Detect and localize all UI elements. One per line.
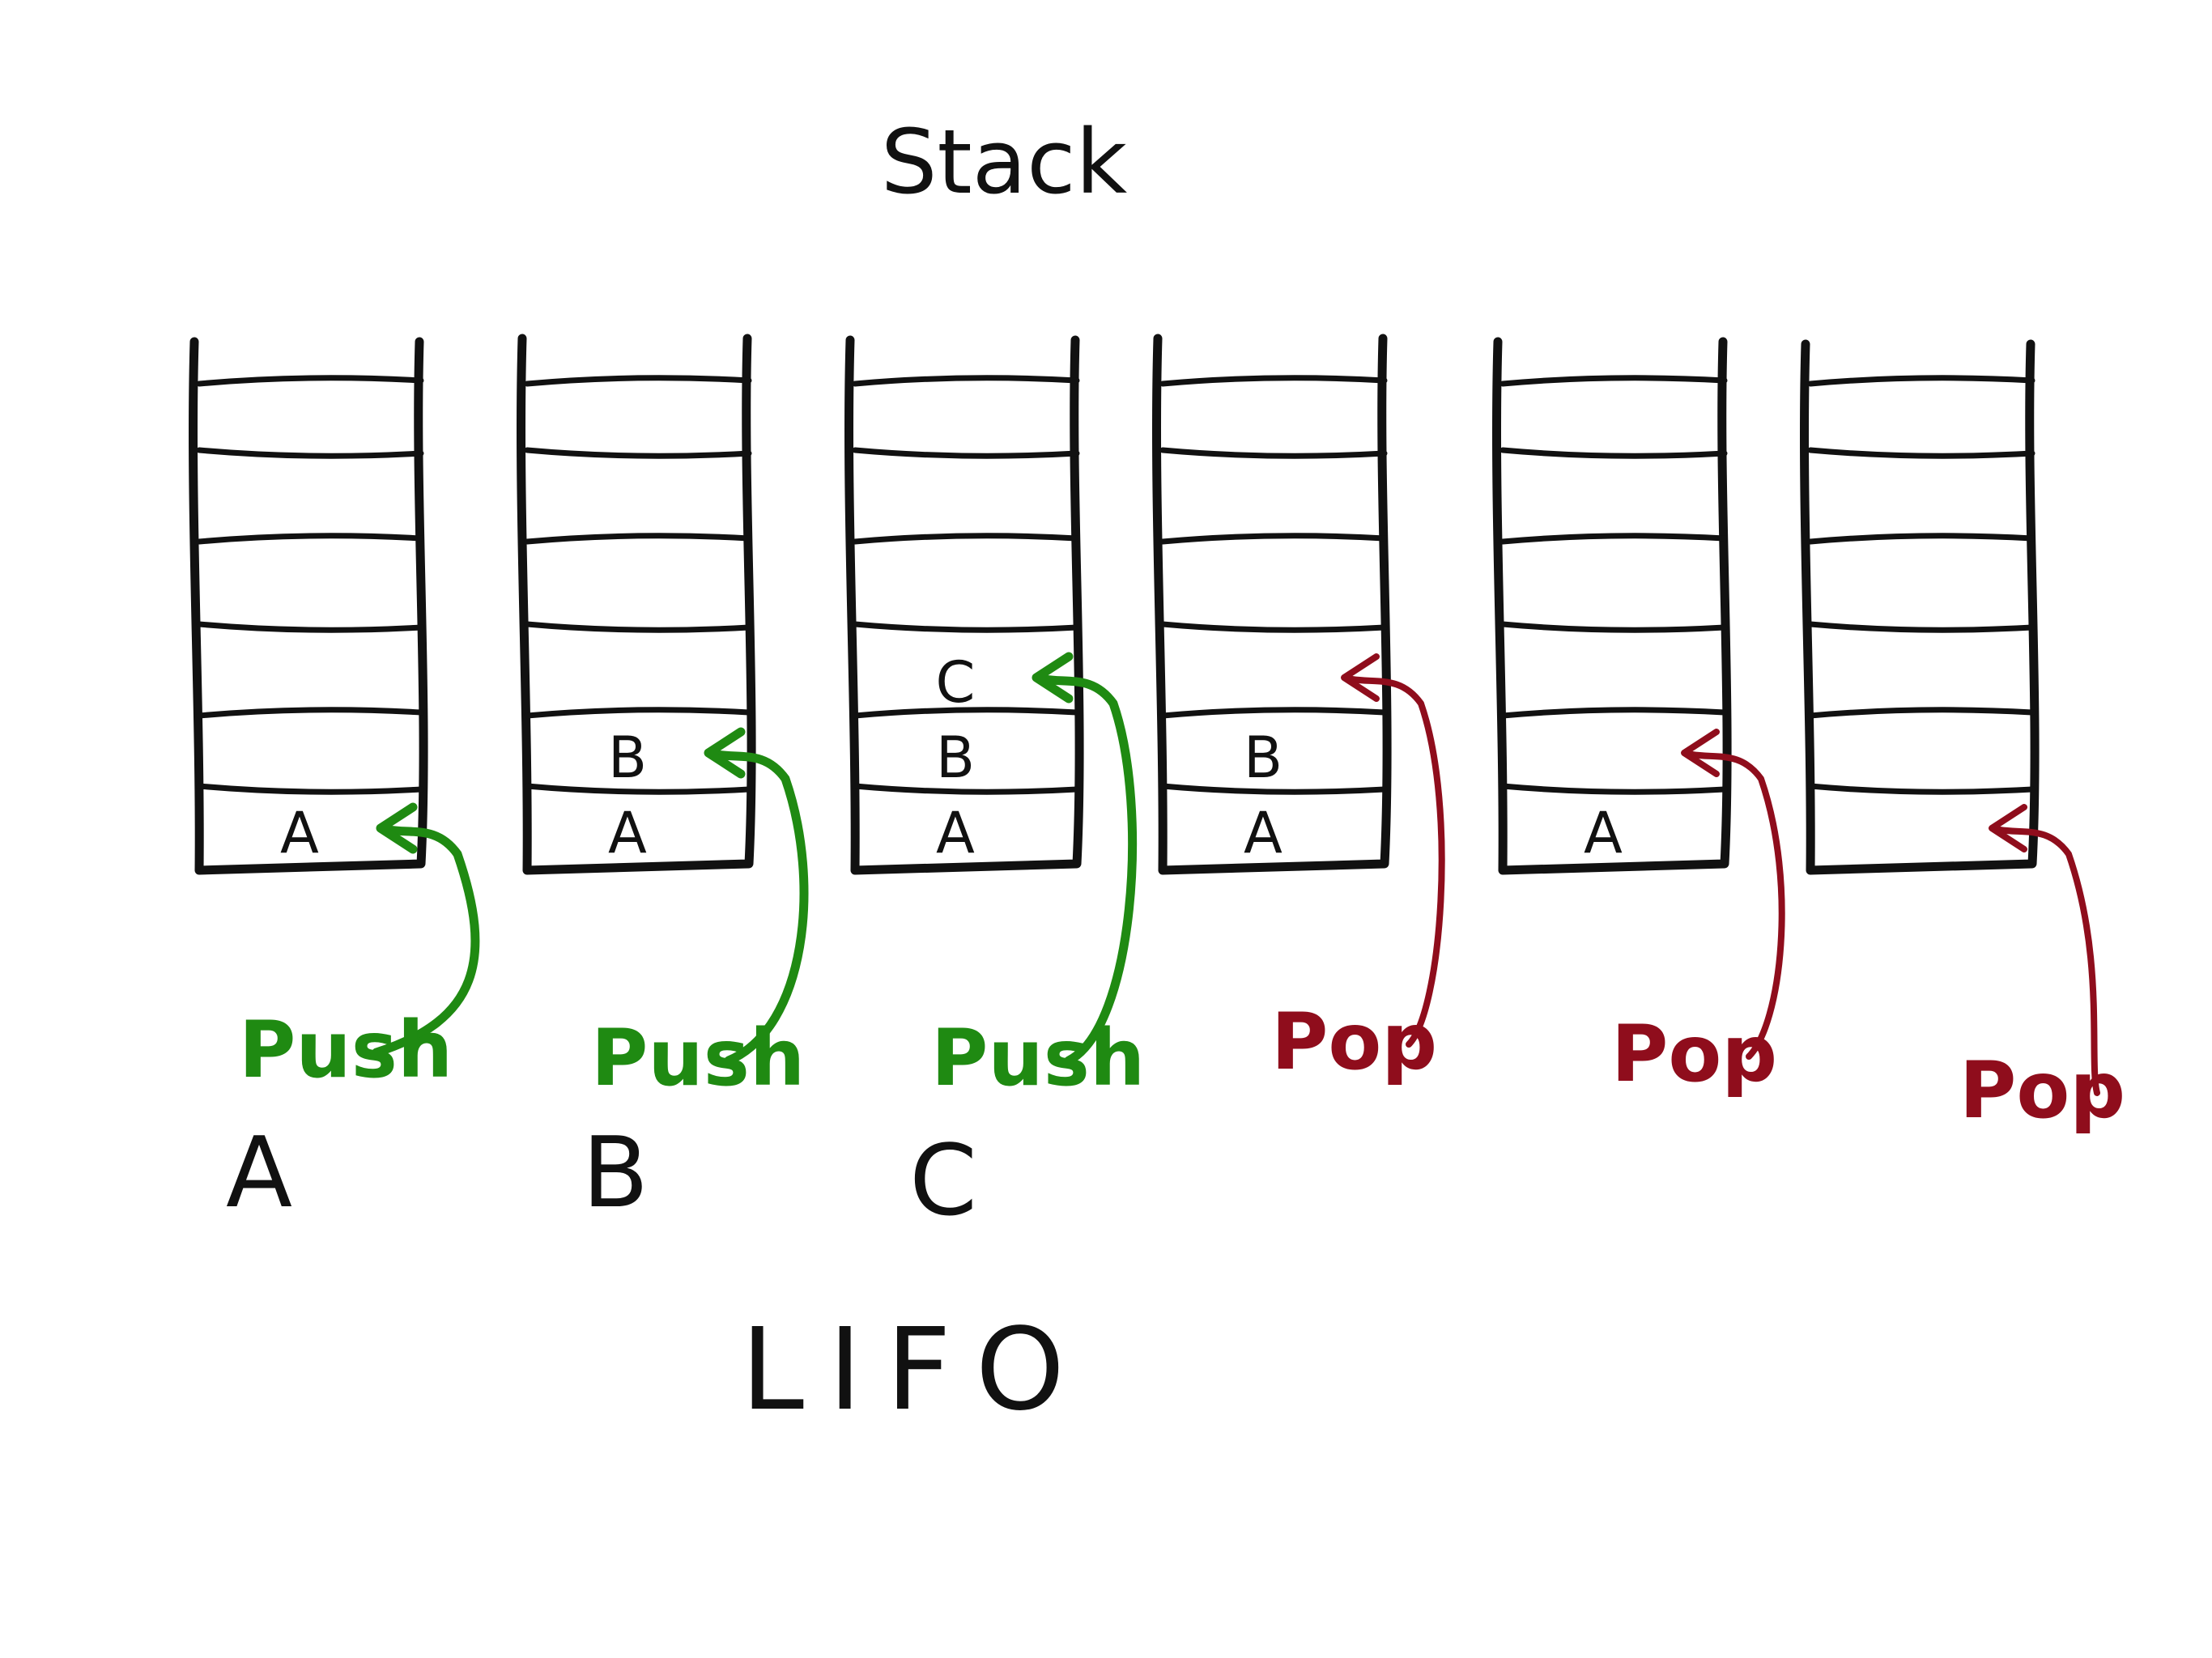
stack-slot-divider	[1159, 447, 1388, 459]
stack-slot-divider	[196, 621, 424, 633]
stack-slot-divider	[852, 621, 1080, 633]
push-arrow	[372, 825, 480, 1057]
stack-slot-divider	[1807, 447, 2035, 459]
stack-slot-divider	[196, 707, 424, 719]
stack-slot-divider	[1159, 783, 1388, 795]
push-arrow	[1040, 674, 1138, 1065]
stack-slot-divider	[1807, 707, 2035, 719]
stack-slot-item: A	[936, 800, 975, 866]
pushed-item: B	[582, 1117, 649, 1230]
stack-slot-divider	[852, 447, 1080, 459]
stack-slot-divider	[196, 447, 424, 459]
stack-slot-divider	[524, 447, 752, 459]
stack-slot-divider	[1499, 621, 1728, 633]
stack-slot-divider	[852, 533, 1080, 545]
stack-slot-divider	[1499, 533, 1728, 545]
stack-slot-divider	[524, 707, 752, 719]
stack-frame	[844, 335, 1084, 875]
stack-slot-item: A	[608, 800, 647, 866]
stack-slot-item: A	[1584, 800, 1623, 866]
stack-slot-item: B	[1244, 725, 1283, 791]
stack-slot-divider	[1807, 621, 2035, 633]
arrow-head	[376, 802, 418, 854]
stack-slot-divider	[1159, 707, 1388, 719]
pop-label: Pop	[1611, 1009, 1777, 1099]
stack-slot-divider	[1807, 375, 2035, 387]
stack-slot-divider	[852, 375, 1080, 387]
arrow-head	[1989, 804, 2027, 852]
arrow-head	[1032, 652, 1074, 704]
stack-slot-divider	[1499, 447, 1728, 459]
arrow-head	[1341, 653, 1380, 702]
push-label: Push	[931, 1013, 1145, 1103]
pop-arrow	[1997, 827, 2100, 1096]
stack-4: AB Pop	[1152, 334, 1445, 1087]
stack-slot-divider	[524, 783, 752, 795]
stack-slot-item: A	[1244, 800, 1283, 866]
push-label: Push	[239, 1005, 453, 1095]
stack-slot-divider	[1499, 375, 1728, 387]
pushed-item: A	[226, 1117, 292, 1230]
stack-slot-item: A	[280, 800, 319, 866]
stack-5: A Pop	[1492, 337, 1785, 1099]
push-arrow	[712, 750, 809, 1065]
stack-6: Pop	[1800, 339, 2125, 1136]
stack-slot-divider	[196, 783, 424, 795]
lifo-label: LIFO	[741, 1304, 1089, 1436]
stack-slot-divider	[1499, 783, 1728, 795]
stack-slot-divider	[852, 707, 1080, 719]
pushed-item: C	[909, 1125, 977, 1238]
diagram-title: Stack	[881, 110, 1128, 214]
stack-slot-divider	[524, 375, 752, 387]
stack-slot-divider	[1499, 707, 1728, 719]
pop-label: Pop	[1959, 1045, 2125, 1136]
stack-frame	[189, 337, 428, 875]
stack-frame	[1492, 337, 1732, 875]
stack-slot-divider	[1807, 533, 2035, 545]
stack-slot-divider	[524, 621, 752, 633]
stack-slot-divider	[1159, 533, 1388, 545]
stack-slot-divider	[1159, 375, 1388, 387]
stack-slot-item: B	[936, 725, 975, 791]
stack-slot-divider	[1807, 783, 2035, 795]
pop-arrow	[1349, 676, 1445, 1048]
stack-slot-divider	[196, 375, 424, 387]
stack-slot-item: B	[608, 725, 647, 791]
arrow-head	[1681, 729, 1720, 777]
stack-slot-divider	[524, 533, 752, 545]
pop-arrow	[1689, 751, 1785, 1060]
stack-slot-item: C	[936, 649, 976, 716]
stack-slot-divider	[196, 533, 424, 545]
stack-frame	[517, 334, 756, 875]
stack-frame	[1800, 339, 2040, 875]
push-label: Push	[591, 1013, 805, 1103]
stack-slot-divider	[852, 783, 1080, 795]
pop-label: Pop	[1271, 997, 1437, 1087]
stack-frame	[1152, 334, 1392, 875]
stack-slot-divider	[1159, 621, 1388, 633]
arrow-head	[704, 727, 746, 779]
